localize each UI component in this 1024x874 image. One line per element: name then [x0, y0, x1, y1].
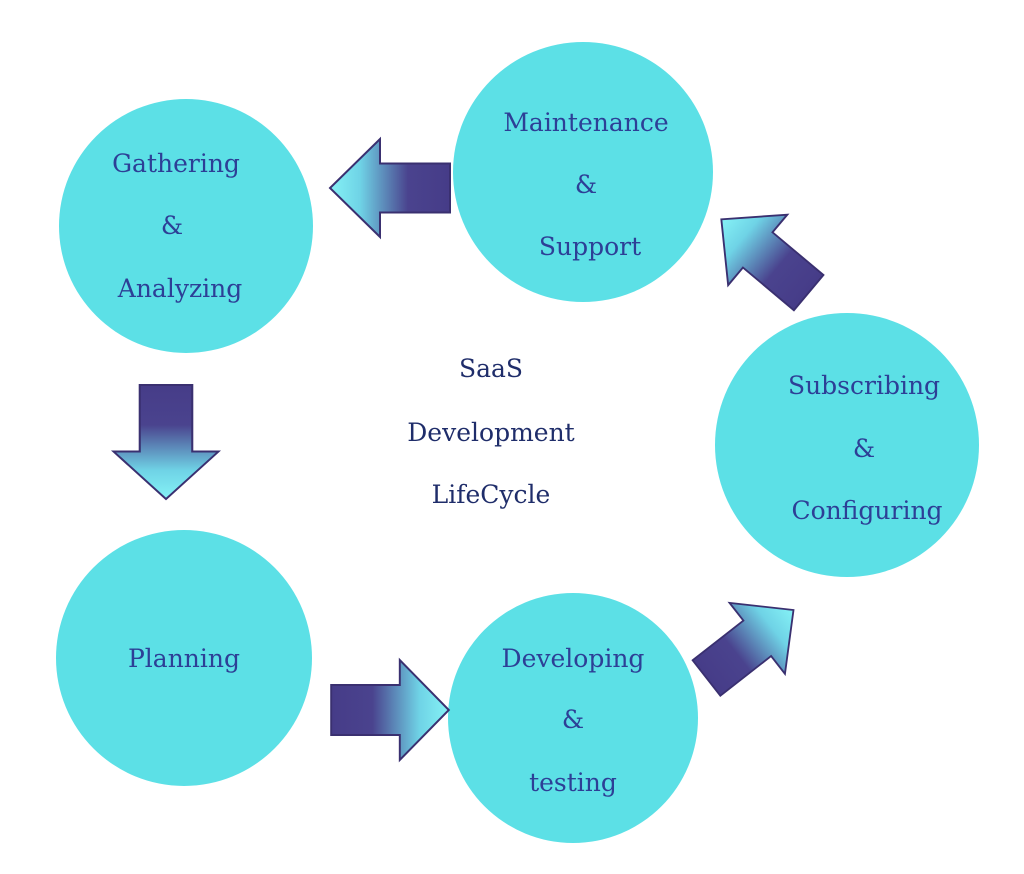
- stage-developing-testing: Developing & testing: [448, 593, 698, 843]
- stage-label: Configuring: [791, 496, 942, 525]
- stage-planning: Planning: [56, 530, 312, 786]
- title-line: Development: [407, 418, 574, 447]
- stage-label: Gathering: [112, 149, 240, 178]
- title-line: LifeCycle: [432, 480, 551, 509]
- arrow-up-left-icon: [690, 183, 840, 329]
- stage-label: &: [161, 211, 183, 240]
- stage-label: Support: [539, 232, 641, 261]
- stage-label: Planning: [128, 644, 240, 673]
- arrow-right-icon: [330, 659, 450, 761]
- stage-label: Developing: [502, 644, 645, 673]
- diagram-title: SaaS Development LifeCycle: [407, 354, 574, 509]
- arrow-left-icon: [329, 138, 451, 238]
- stage-circle: [453, 42, 713, 302]
- title-line: SaaS: [459, 354, 523, 383]
- stage-subscribing-configuring: Subscribing & Configuring: [715, 313, 979, 577]
- stage-circle: [715, 313, 979, 577]
- stage-circle: [56, 530, 312, 786]
- stage-label: Analyzing: [117, 274, 242, 303]
- stage-label: testing: [529, 768, 617, 797]
- stage-label: &: [853, 434, 875, 463]
- stage-label: &: [575, 170, 597, 199]
- arrow-down-icon: [112, 383, 220, 501]
- stage-label: Maintenance: [503, 108, 668, 137]
- stage-maintenance-support: Maintenance & Support: [453, 42, 713, 302]
- stage-circle: [59, 99, 313, 353]
- stage-label: Subscribing: [788, 371, 940, 400]
- arrow-up-right-icon: [677, 573, 823, 715]
- stage-gathering-analyzing: Gathering & Analyzing: [59, 99, 313, 353]
- stage-label: &: [562, 705, 584, 734]
- stage-circle: [448, 593, 698, 843]
